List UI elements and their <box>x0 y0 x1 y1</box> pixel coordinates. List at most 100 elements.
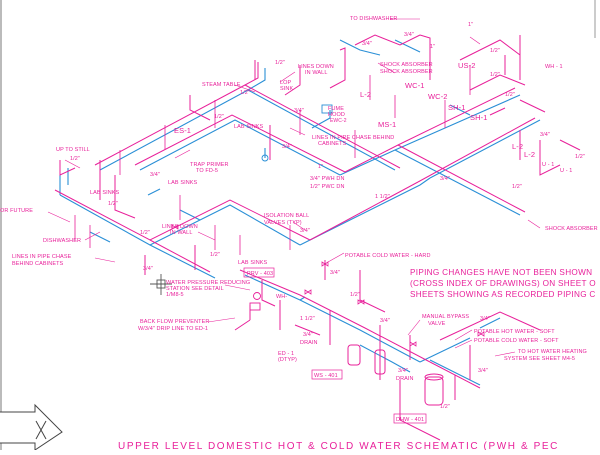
label-u1-b: U - 1 <box>560 168 572 174</box>
size-label: 1 1/2" <box>375 194 390 200</box>
size-label: 1" <box>468 22 473 28</box>
water-softener-tank-1 <box>347 344 361 366</box>
label-manual-bypass-2: VALVE <box>428 321 446 327</box>
fume-hood-symbol <box>321 104 333 114</box>
pipe-size-labels: 3/4" 3/4" 1" 1/2" 1/2" 1/2" 3/4" 1/2" 1"… <box>70 22 585 410</box>
size-label: 3/4" <box>380 318 390 324</box>
label-wc1: WC-1 <box>405 81 425 90</box>
cold-water-piping <box>59 39 541 386</box>
label-steam-table: STEAM TABLE <box>202 82 241 88</box>
label-manual-bypass-1: MANUAL BYPASS <box>422 314 469 320</box>
label-water-pressure-2: STATION SEE DETAIL <box>166 286 224 292</box>
size-label: 1/2" <box>240 90 250 96</box>
fixture-symbol-es1 <box>261 154 269 162</box>
valve-symbols <box>171 224 485 347</box>
label-backflow-1: BACK FLOW PREVENTER <box>140 319 209 325</box>
note-line: PIPING CHANGES HAVE NOT BEEN SHOWN <box>410 268 592 277</box>
size-label: 3/4" <box>480 316 490 322</box>
size-label: 1/2" <box>505 92 515 98</box>
label-wc2: WC-2 <box>428 92 448 101</box>
label-lines-chase-1: LINES IN PIPE CHASE BEHIND <box>312 135 394 141</box>
label-water-pressure-1: WATER PRESSURE REDUCING <box>166 280 250 286</box>
label-wh1: WH - 1 <box>545 64 563 70</box>
size-label: 1/2" <box>440 404 450 410</box>
dhw-tag-box <box>393 413 427 424</box>
water-heater-tank <box>424 373 444 406</box>
size-label: 3/4" <box>440 176 450 182</box>
size-label: 3/4" <box>294 108 304 114</box>
label-potable-cold-soft: POTABLE COLD WATER - SOFT <box>474 338 559 344</box>
label-shock-absorber: SHOCK ABSORBER <box>380 62 433 68</box>
label-lines-chase-2: CABINETS <box>318 141 347 147</box>
north-arrow-icon <box>0 403 63 451</box>
label-l2-c: L-2 <box>524 150 535 159</box>
label-water-pressure-3: 1/M8-5 <box>166 292 184 298</box>
size-label: 1" <box>318 164 323 170</box>
label-lines-chase2-2: BEHIND CABINETS <box>12 261 64 267</box>
size-label: 1 1/2" <box>300 316 315 322</box>
label-sh1-a: SH-1 <box>448 103 466 112</box>
label-lop-2: SINK <box>280 86 293 92</box>
label-ewc2: EWC-2 <box>330 118 347 124</box>
size-label: 3/4" <box>300 228 310 234</box>
label-ed1-1: ED - 1 <box>278 351 294 357</box>
size-label: 1/2" <box>275 60 285 66</box>
label-dishwasher: DISHWASHER <box>43 238 81 244</box>
label-drain-2a: 3/4" <box>398 368 408 374</box>
label-to-hot-2: SYSTEM SEE SHEET M4-5 <box>504 356 575 362</box>
prv-valve-assembly <box>249 292 261 311</box>
label-lines-chase2-1: LINES IN PIPE CHASE <box>12 254 72 260</box>
note-line: (CROSS INDEX OF DRAWINGS) ON SHEET O <box>410 279 596 288</box>
water-softener-tank-2 <box>374 349 386 375</box>
label-l2-b: L-2 <box>512 142 523 151</box>
label-lab-sinks-2: LAB SINKS <box>168 180 198 186</box>
size-label: 1/2" <box>490 72 500 78</box>
size-label: 3/4" <box>478 368 488 374</box>
label-lines-down-wall2-1: LINES DOWN <box>162 224 198 230</box>
label-sh1-b: SH-1 <box>470 113 488 122</box>
label-trap-primer-2: TO FD-5 <box>196 168 218 174</box>
label-potable-cold-hard: POTABLE COLD WATER - HARD <box>345 253 431 259</box>
drawing-title: UPPER LEVEL DOMESTIC HOT & COLD WATER SC… <box>118 441 559 450</box>
label-ws401: WS - 401 <box>314 373 338 379</box>
label-up-to-still: UP TO STILL <box>56 147 90 153</box>
label-fume-1: FUME <box>328 106 344 112</box>
label-pwh-dn: 3/4" PWH DN <box>310 176 345 182</box>
note-line: SHEETS SHOWING AS RECORDED PIPING C <box>410 290 596 299</box>
label-prv403: PRV - 403 <box>247 271 273 277</box>
size-label: 1/2" <box>512 184 522 190</box>
label-trap-primer-1: TRAP PRIMER <box>190 162 229 168</box>
size-label: 1/2" <box>70 156 80 162</box>
label-shock-absorber-2: SHOCK ABSORBER <box>380 69 433 75</box>
size-label: 1/2" <box>575 154 585 160</box>
label-isolation-2: VALVES (TYP) <box>264 220 302 226</box>
label-lines-down-wall2-2: IN WALL <box>170 230 193 236</box>
label-fume-2: HOOD <box>328 112 345 118</box>
size-label: 1/2" <box>140 230 150 236</box>
label-isolation-1: ISOLATION BALL <box>264 213 309 219</box>
fixture-taps <box>74 65 471 255</box>
size-label: 1/2" <box>214 114 224 120</box>
size-label: 1/2" <box>108 201 118 207</box>
size-label: 3/4" <box>404 32 414 38</box>
label-pwc-dn: 1/2" PWC DN <box>310 184 345 190</box>
crosshair-cursor-icon <box>150 274 172 295</box>
label-shock-absorber-3: SHOCK ABSORBER <box>545 226 598 232</box>
leader-lines <box>47 18 541 357</box>
label-ms1: MS-1 <box>378 120 396 129</box>
label-dhw401: DHW - 401 <box>396 417 424 423</box>
label-u1-a: U - 1 <box>542 162 554 168</box>
label-for-future: OR FUTURE <box>0 208 33 214</box>
label-lines-down-1: LINES DOWN <box>298 64 334 70</box>
label-us2: US-2 <box>458 61 476 70</box>
size-label: 3/4" <box>540 132 550 138</box>
size-label: 1" <box>430 44 435 50</box>
label-lab-sinks-4: LAB SINKS <box>238 260 268 266</box>
size-label: 3/4" <box>150 172 160 178</box>
annotation-labels: TO DISHWASHER SHOCK ABSORBER SHOCK ABSOR… <box>0 16 598 423</box>
label-to-hot-1: TO HOT WATER HEATING <box>518 349 587 355</box>
size-label: 3/4" <box>282 144 292 150</box>
label-l2-a: L-2 <box>360 90 371 99</box>
